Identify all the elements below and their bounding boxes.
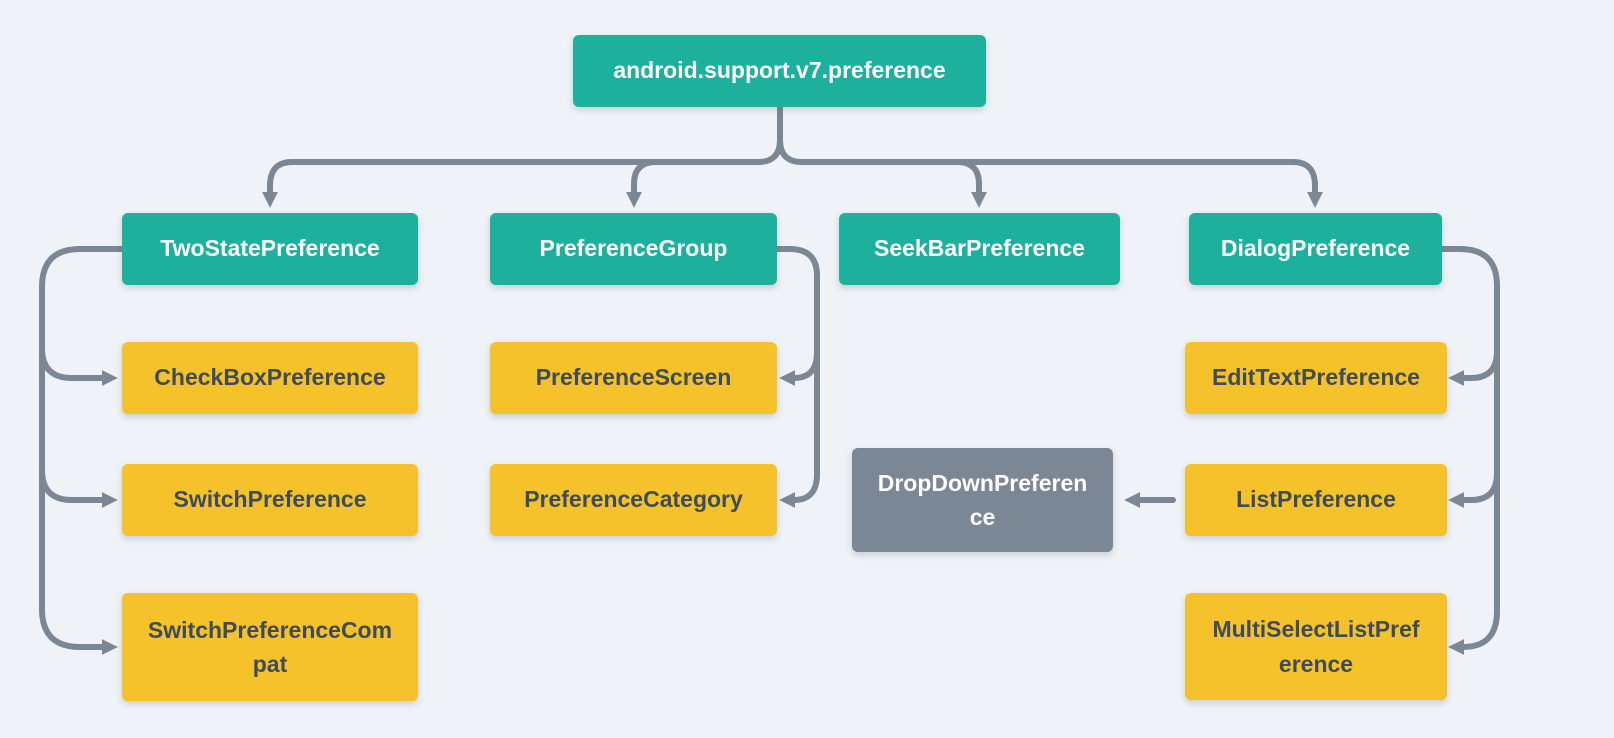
edge-dialog-list [1448,470,1500,508]
edge-preference-group-category [774,246,820,508]
node-list-preference: ListPreference [1185,464,1447,536]
edge-preference-group-screen [779,349,820,386]
node-two-state-preference: TwoStatePreference [122,213,418,285]
node-edit-text-preference: EditTextPreference [1185,342,1447,414]
edge-dialog-edit-text [1448,348,1500,386]
edge-root-two-state [262,105,783,208]
edge-root-seekbar [954,159,987,208]
node-seekbar-preference: SeekBarPreference [839,213,1120,285]
node-multi-select-list-preference: MultiSelectListPreference [1185,593,1447,700]
edge-root-dialog [777,137,1323,208]
node-preference-group: PreferenceGroup [490,213,777,285]
node-dialog-preference: DialogPreference [1189,213,1442,285]
node-preference-screen: PreferenceScreen [490,342,777,414]
node-switch-preference: SwitchPreference [122,464,418,536]
edge-two-state-switch [39,467,118,508]
edge-root-preference-group [626,159,659,208]
edge-dialog-multi-select [1439,246,1500,655]
edge-two-state-checkbox [39,345,118,386]
node-checkbox-preference: CheckBoxPreference [122,342,418,414]
edge-two-state-switch-compat [39,246,125,655]
node-dropdown-preference: DropDownPreference [852,448,1113,552]
node-android-support-v7-preference: android.support.v7.preference [573,35,986,107]
node-switch-preference-compat: SwitchPreferenceCompat [122,593,418,701]
node-preference-category: PreferenceCategory [490,464,777,536]
